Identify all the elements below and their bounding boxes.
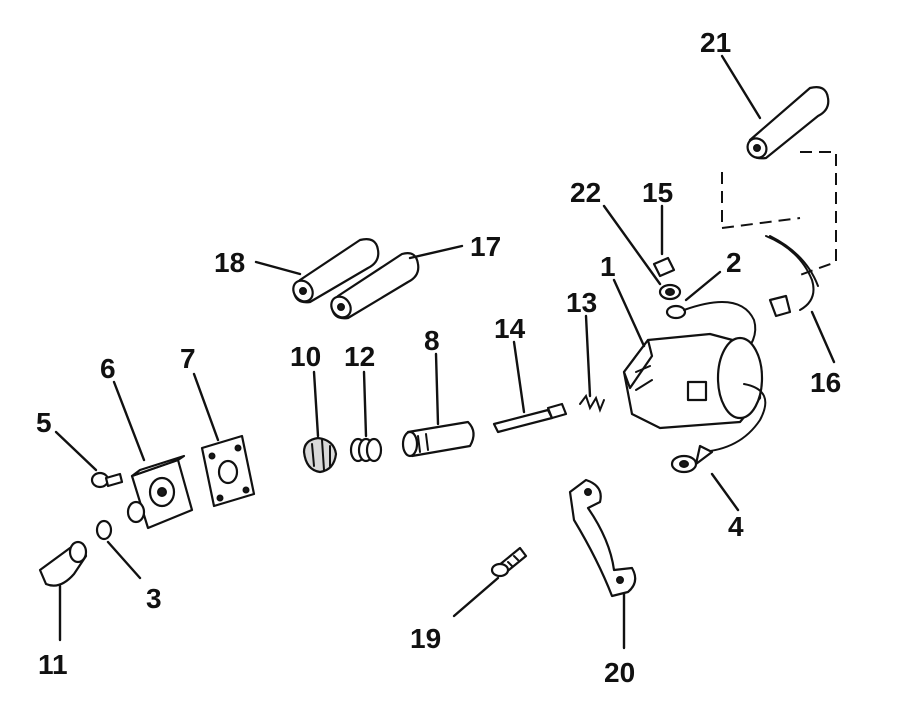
part-5-screw — [90, 471, 124, 489]
callout-21: 21 — [700, 27, 731, 58]
callout-4: 4 — [728, 511, 744, 542]
part-20-clamp — [568, 478, 637, 598]
callout-22: 22 — [570, 177, 601, 208]
callout-19: 19 — [410, 623, 441, 654]
callout-7: 7 — [180, 343, 196, 374]
callout-10: 10 — [290, 341, 321, 372]
callout-20: 20 — [604, 657, 635, 688]
callout-15: 15 — [642, 177, 673, 208]
part-11-elbow-fitting — [38, 540, 88, 587]
part-19-bolt — [490, 546, 528, 578]
part-7-gasket — [200, 434, 256, 508]
callout-18: 18 — [214, 247, 245, 278]
dashed-reference-box — [721, 151, 837, 276]
callout-3: 3 — [146, 583, 162, 614]
part-14-rod — [492, 402, 568, 434]
callout-5: 5 — [36, 407, 52, 438]
leader-lines — [54, 54, 836, 650]
callout-11: 11 — [38, 649, 68, 680]
part-4-ring-terminal — [670, 444, 714, 474]
callout-14: 14 — [494, 313, 526, 344]
part-6-cover-plate — [126, 454, 194, 530]
part-15-screw — [652, 256, 676, 278]
part-17-tube — [330, 252, 420, 320]
part-21-tube — [746, 86, 830, 160]
callout-13: 13 — [566, 287, 597, 318]
callout-6: 6 — [100, 353, 116, 384]
callout-17: 17 — [470, 231, 501, 262]
callout-1: 1 — [600, 251, 616, 282]
callout-12: 12 — [344, 341, 375, 372]
part-1-solenoid — [622, 332, 767, 453]
callout-16: 16 — [810, 367, 841, 398]
part-16-clip — [765, 235, 819, 318]
callout-labels: 21 22 15 2 1 18 17 13 14 8 12 10 7 6 5 1… — [36, 27, 841, 688]
part-13-spring — [579, 393, 605, 413]
part-12-spring — [349, 437, 383, 463]
callout-8: 8 — [424, 325, 440, 356]
part-3-o-ring — [95, 519, 113, 541]
callout-2: 2 — [726, 247, 742, 278]
part-22-washer — [658, 283, 682, 301]
part-18-tube — [292, 238, 380, 304]
part-10-coupling — [302, 436, 338, 474]
part-8-sleeve — [401, 420, 475, 458]
